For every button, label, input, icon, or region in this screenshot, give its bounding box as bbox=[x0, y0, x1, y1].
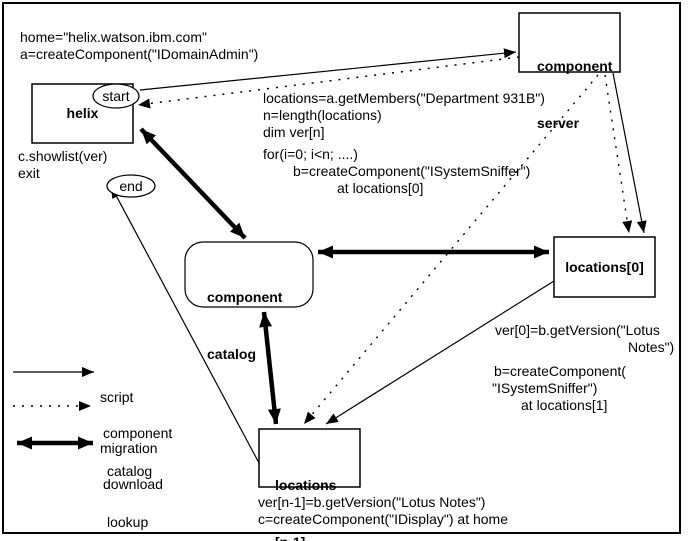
code-ver0-line2: Notes") bbox=[628, 339, 675, 355]
start-ellipse bbox=[92, 83, 140, 109]
component-download-server-to-helix-arrow bbox=[137, 56, 520, 109]
component-server-box bbox=[518, 12, 621, 73]
code-vern-line1: ver[n-1]=b.getVersion("Lotus Notes") bbox=[258, 494, 486, 510]
component-server-label: component server bbox=[537, 19, 612, 171]
locations-n1-label: locations [n-1] bbox=[275, 438, 336, 541]
code-ver0-line4: "ISystemSniffer") bbox=[492, 380, 598, 396]
legend-component-download-line1: component bbox=[103, 425, 173, 441]
catalog-lookup-catalog-locationsN-arrow bbox=[259, 311, 281, 425]
script-migration-locationsN-to-end-arrow bbox=[110, 185, 260, 464]
catalog-lookup-helix-catalog-arrow bbox=[139, 127, 247, 240]
component-server-label-line2: server bbox=[537, 115, 580, 131]
code-exit-line2: exit bbox=[18, 165, 40, 181]
locations-n1-label-line2: [n-1] bbox=[275, 533, 336, 541]
code-ver0-line1: ver[0]=b.getVersion("Lotus bbox=[495, 322, 660, 338]
code-loop-line6: at locations[0] bbox=[337, 180, 424, 196]
helix-label: helix bbox=[66, 105, 99, 121]
legend-script-migration-label: script migration bbox=[100, 355, 158, 491]
script-migration-server-to-locations0-arrow bbox=[612, 72, 647, 234]
legend-catalog-lookup-label: catalog lookup bbox=[107, 429, 152, 541]
end-label: end bbox=[119, 178, 143, 194]
component-catalog-label: component catalog bbox=[207, 250, 282, 402]
legend-script-migration-line2: migration bbox=[100, 440, 158, 456]
legend-component-download-line2: download bbox=[103, 476, 163, 492]
locations-n1-box bbox=[258, 428, 361, 488]
code-ver0-line3: b=createComponent( bbox=[494, 363, 626, 379]
code-home-line2: a=createComponent("IDomainAdmin") bbox=[20, 46, 259, 62]
code-loop-line3: dim ver[n] bbox=[263, 124, 325, 140]
code-ver0-line5: at locations[1] bbox=[521, 397, 608, 413]
code-loop-line2: n=length(locations) bbox=[263, 107, 382, 123]
end-ellipse bbox=[106, 174, 156, 198]
script-migration-locations0-to-locationsN-arrow bbox=[325, 280, 555, 425]
component-catalog-label-line2: catalog bbox=[207, 346, 257, 362]
legend-catalog-lookup-line1: catalog bbox=[107, 463, 153, 479]
component-catalog-label-line1: component bbox=[207, 289, 283, 305]
legend-script-migration-line1: script bbox=[100, 389, 134, 405]
locations-0-label: locations[0] bbox=[565, 258, 644, 275]
code-home-line1: home="helix.watson.ibm.com" bbox=[20, 29, 207, 45]
code-exit-line1: c.showlist(ver) bbox=[18, 148, 108, 164]
component-server-label-line1: component bbox=[537, 58, 613, 74]
locations-0-box bbox=[553, 236, 656, 298]
start-label: start bbox=[102, 88, 130, 104]
legend-component-download-label: component download bbox=[103, 391, 172, 527]
component-catalog-box bbox=[184, 241, 314, 308]
code-loop-line1: locations=a.getMembers("Department 931B"… bbox=[263, 90, 545, 106]
code-loop-line5: b=createComponent("ISystemSniffer") bbox=[293, 163, 531, 179]
code-loop-line4: for(i=0; i<n; ....) bbox=[263, 146, 358, 162]
locations-n1-label-line1: locations bbox=[275, 477, 337, 493]
code-vern-line2: c=createComponent("IDisplay") at home bbox=[258, 511, 508, 527]
legend-catalog-lookup-line2: lookup bbox=[107, 514, 149, 530]
script-migration-helix-to-server-arrow bbox=[139, 48, 517, 91]
